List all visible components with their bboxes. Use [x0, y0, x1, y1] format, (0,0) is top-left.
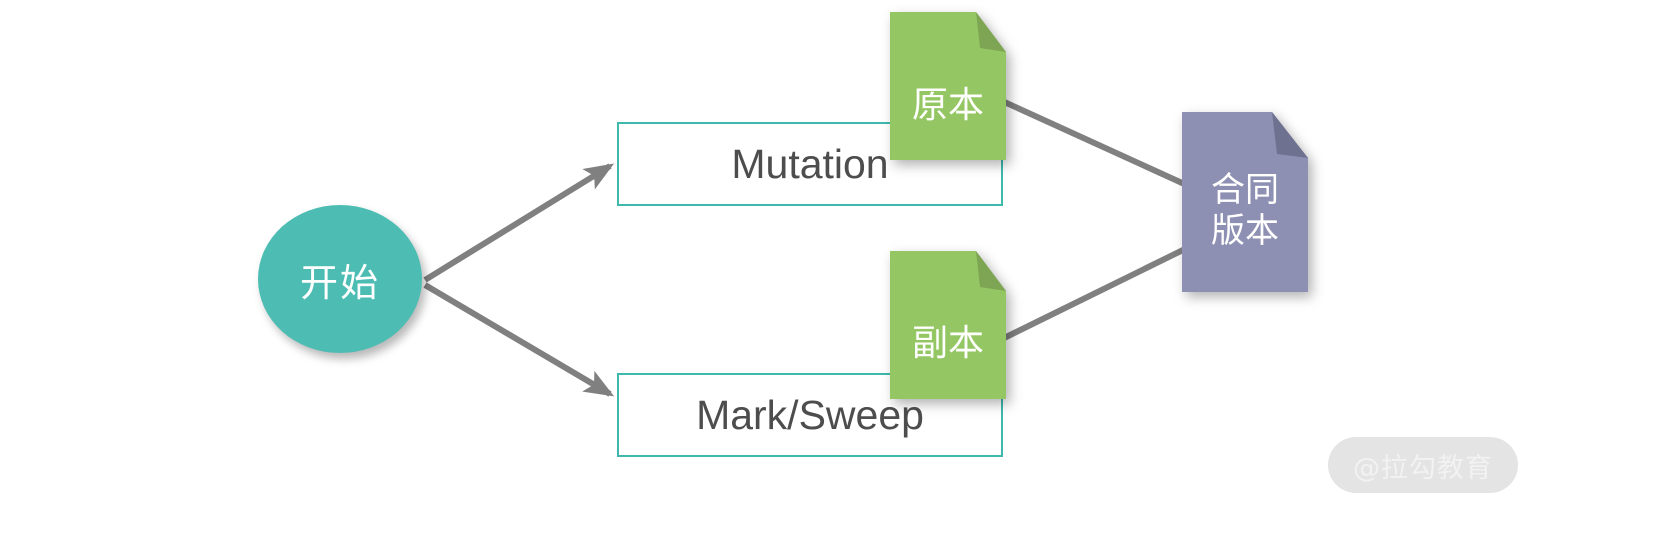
node-original-document[interactable]: 原本 [890, 12, 1006, 160]
node-mutation-label: Mutation [731, 140, 889, 187]
node-copy-document[interactable]: 副本 [890, 251, 1006, 399]
edge-start-to-mutation [423, 163, 615, 283]
document-icon [890, 12, 1006, 160]
node-marksweep-label: Mark/Sweep [696, 391, 924, 438]
document-icon [890, 251, 1006, 399]
node-start-label: 开始 [299, 260, 380, 305]
document-icon [1182, 112, 1308, 292]
node-merged-document[interactable]: 合同 版本 [1182, 112, 1308, 292]
watermark-badge: @拉勾教育 [1328, 437, 1518, 493]
node-start[interactable]: 开始 [258, 205, 422, 353]
watermark-text: @拉勾教育 [1353, 452, 1493, 484]
edge-start-to-marksweep [423, 282, 615, 397]
